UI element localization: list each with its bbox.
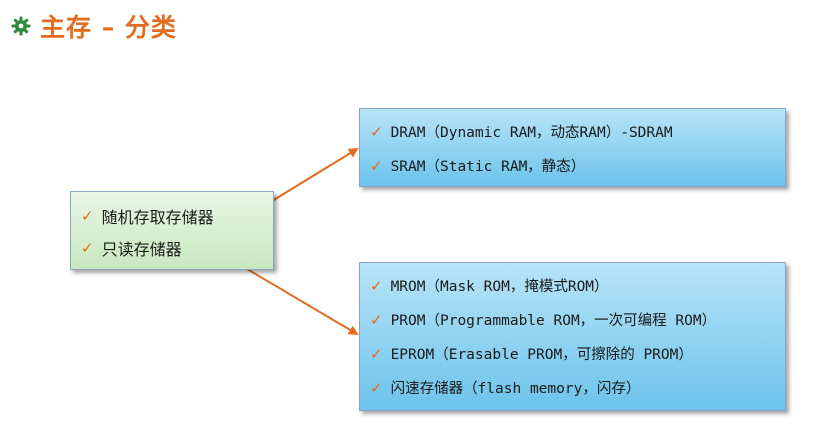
checkmark-icon: ✓ [370, 156, 383, 175]
list-item-sram: ✓ SRAM（Static RAM，静态） [370, 155, 585, 176]
item-label: 只读存储器 [101, 240, 182, 259]
list-item-flash: ✓ 闪速存储器（flash memory，闪存） [370, 377, 640, 398]
item-label: MROM（Mask ROM，掩模式ROM） [390, 279, 609, 295]
checkmark-icon: ✓ [370, 122, 383, 141]
item-label: 随机存取存储器 [101, 208, 214, 227]
checkmark-icon: ✓ [81, 239, 94, 257]
memory-category-box: ✓ 随机存取存储器 ✓ 只读存储器 [70, 191, 274, 270]
checkmark-icon: ✓ [370, 344, 383, 363]
rom-types-box: ✓ MROM（Mask ROM，掩模式ROM） ✓ PROM（Programma… [359, 262, 786, 411]
checkmark-icon: ✓ [370, 310, 383, 329]
list-item-mrom: ✓ MROM（Mask ROM，掩模式ROM） [370, 275, 609, 296]
item-label: 闪速存储器（flash memory，闪存） [390, 381, 641, 397]
checkmark-icon: ✓ [370, 276, 383, 295]
list-item-eprom: ✓ EPROM（Erasable PROM，可擦除的 PROM） [370, 343, 693, 364]
list-item-prom: ✓ PROM（Programmable ROM，一次可编程 ROM） [370, 309, 716, 330]
ram-types-box: ✓ DRAM（Dynamic RAM，动态RAM）-SDRAM ✓ SRAM（S… [359, 108, 786, 187]
item-label: SRAM（Static RAM，静态） [390, 159, 586, 175]
list-item-rom: ✓ 只读存储器 [81, 236, 182, 260]
item-label: EPROM（Erasable PROM，可擦除的 PROM） [390, 347, 693, 363]
checkmark-icon: ✓ [81, 207, 94, 225]
item-label: PROM（Programmable ROM，一次可编程 ROM） [390, 313, 717, 329]
item-label: DRAM（Dynamic RAM，动态RAM）-SDRAM [390, 125, 673, 141]
checkmark-icon: ✓ [370, 378, 383, 397]
title-row: 主存 – 分类 [10, 6, 177, 46]
list-item-ram: ✓ 随机存取存储器 [81, 204, 214, 228]
arrow-to-ram-box [258, 147, 359, 210]
list-item-dram: ✓ DRAM（Dynamic RAM，动态RAM）-SDRAM [370, 121, 673, 142]
gear-bullet-icon [10, 15, 32, 37]
page-title: 主存 – 分类 [40, 13, 177, 42]
